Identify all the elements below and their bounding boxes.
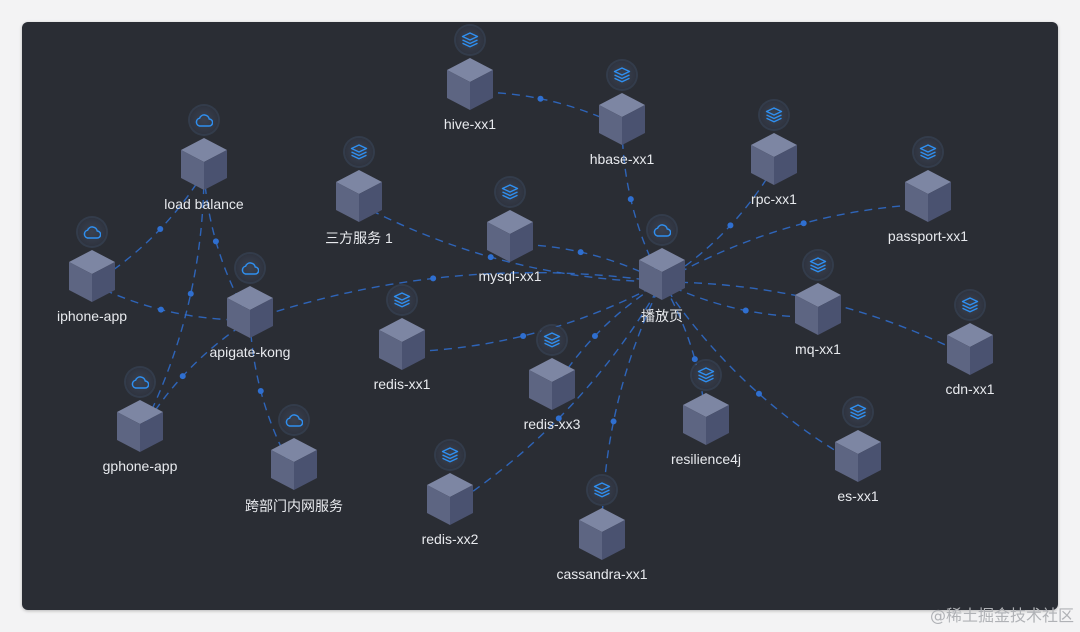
cube-icon (793, 281, 843, 337)
node-label: passport-xx1 (848, 228, 1008, 244)
edge-dot-es-xx1-play-page (756, 391, 762, 397)
edge-dot-mysql-xx1-play-page (578, 249, 584, 255)
edge-dot-hbase-xx1-play-page (628, 196, 634, 202)
node-label: iphone-app (22, 308, 172, 324)
node-label: resilience4j (626, 451, 786, 467)
node-label: redis-xx3 (472, 416, 632, 432)
cloud-icon (190, 106, 218, 134)
cube-icon (425, 471, 475, 527)
cube-icon (749, 131, 799, 187)
node-label: cassandra-xx1 (522, 566, 682, 582)
database-icon (496, 178, 524, 206)
database-icon (388, 286, 416, 314)
node-label: redis-xx2 (370, 531, 530, 547)
cube-icon (179, 136, 229, 192)
cube-icon (67, 248, 117, 304)
cloud-icon (236, 254, 264, 282)
database-icon (844, 398, 872, 426)
node-label: 播放页 (582, 306, 742, 326)
edge-dot-load-balance-gphone-app (188, 291, 194, 297)
database-icon (456, 26, 484, 54)
node-label: hive-xx1 (390, 116, 550, 132)
database-icon (345, 138, 373, 166)
cube-icon (681, 391, 731, 447)
cube-icon (903, 168, 953, 224)
node-label: redis-xx1 (322, 376, 482, 392)
edge-dot-gphone-app-apigate-kong (180, 373, 186, 379)
edge-dot-load-balance-iphone-app (157, 226, 163, 232)
cube-icon (945, 321, 995, 377)
node-label: mq-xx1 (738, 341, 898, 357)
cube-icon (833, 428, 883, 484)
cube-icon (269, 436, 319, 492)
database-icon (538, 326, 566, 354)
edge-dot-hive-xx1-hbase-xx1 (537, 96, 543, 102)
node-label: es-xx1 (778, 488, 938, 504)
node-label: 三方服务 1 (279, 228, 439, 248)
node-label: hbase-xx1 (542, 151, 702, 167)
node-label: 跨部门内网服务 (214, 496, 374, 516)
database-icon (956, 291, 984, 319)
cube-icon (115, 398, 165, 454)
node-label: apigate-kong (170, 344, 330, 360)
cloud-icon (280, 406, 308, 434)
edge-dot-redis-xx3-play-page (592, 333, 598, 339)
topology-canvas: load balance iphone-app apigate-kong gph… (22, 22, 1058, 610)
node-label: load balance (124, 196, 284, 212)
watermark: @稀土掘金技术社区 (930, 602, 1074, 626)
cloud-icon (648, 216, 676, 244)
database-icon (760, 101, 788, 129)
cube-icon (597, 91, 647, 147)
node-label: cdn-xx1 (890, 381, 1050, 397)
database-icon (608, 61, 636, 89)
node-label: mysql-xx1 (430, 268, 590, 284)
database-icon (692, 361, 720, 389)
edge-dot-load-balance-apigate-kong (213, 238, 219, 244)
cube-icon (445, 56, 495, 112)
cube-icon (377, 316, 427, 372)
database-icon (436, 441, 464, 469)
node-label: gphone-app (60, 458, 220, 474)
cube-icon (577, 506, 627, 562)
cloud-icon (78, 218, 106, 246)
edge-dot-passport-xx1-play-page (801, 220, 807, 226)
edge-dot-rpc-xx1-play-page (727, 222, 733, 228)
database-icon (914, 138, 942, 166)
cube-icon (485, 208, 535, 264)
node-label: rpc-xx1 (694, 191, 854, 207)
cube-icon (637, 246, 687, 302)
cube-icon (334, 168, 384, 224)
edge-dot-mq-xx1-play-page (743, 308, 749, 314)
cube-icon (527, 356, 577, 412)
cube-icon (225, 284, 275, 340)
edge-dot-apigate-kong-cross-dept (258, 388, 264, 394)
edge-dot-redis-xx1-play-page (520, 333, 526, 339)
database-icon (804, 251, 832, 279)
cloud-icon (126, 368, 154, 396)
edge-layer (22, 22, 1058, 610)
database-icon (588, 476, 616, 504)
edge-dot-resilience4j-play-page (692, 356, 698, 362)
